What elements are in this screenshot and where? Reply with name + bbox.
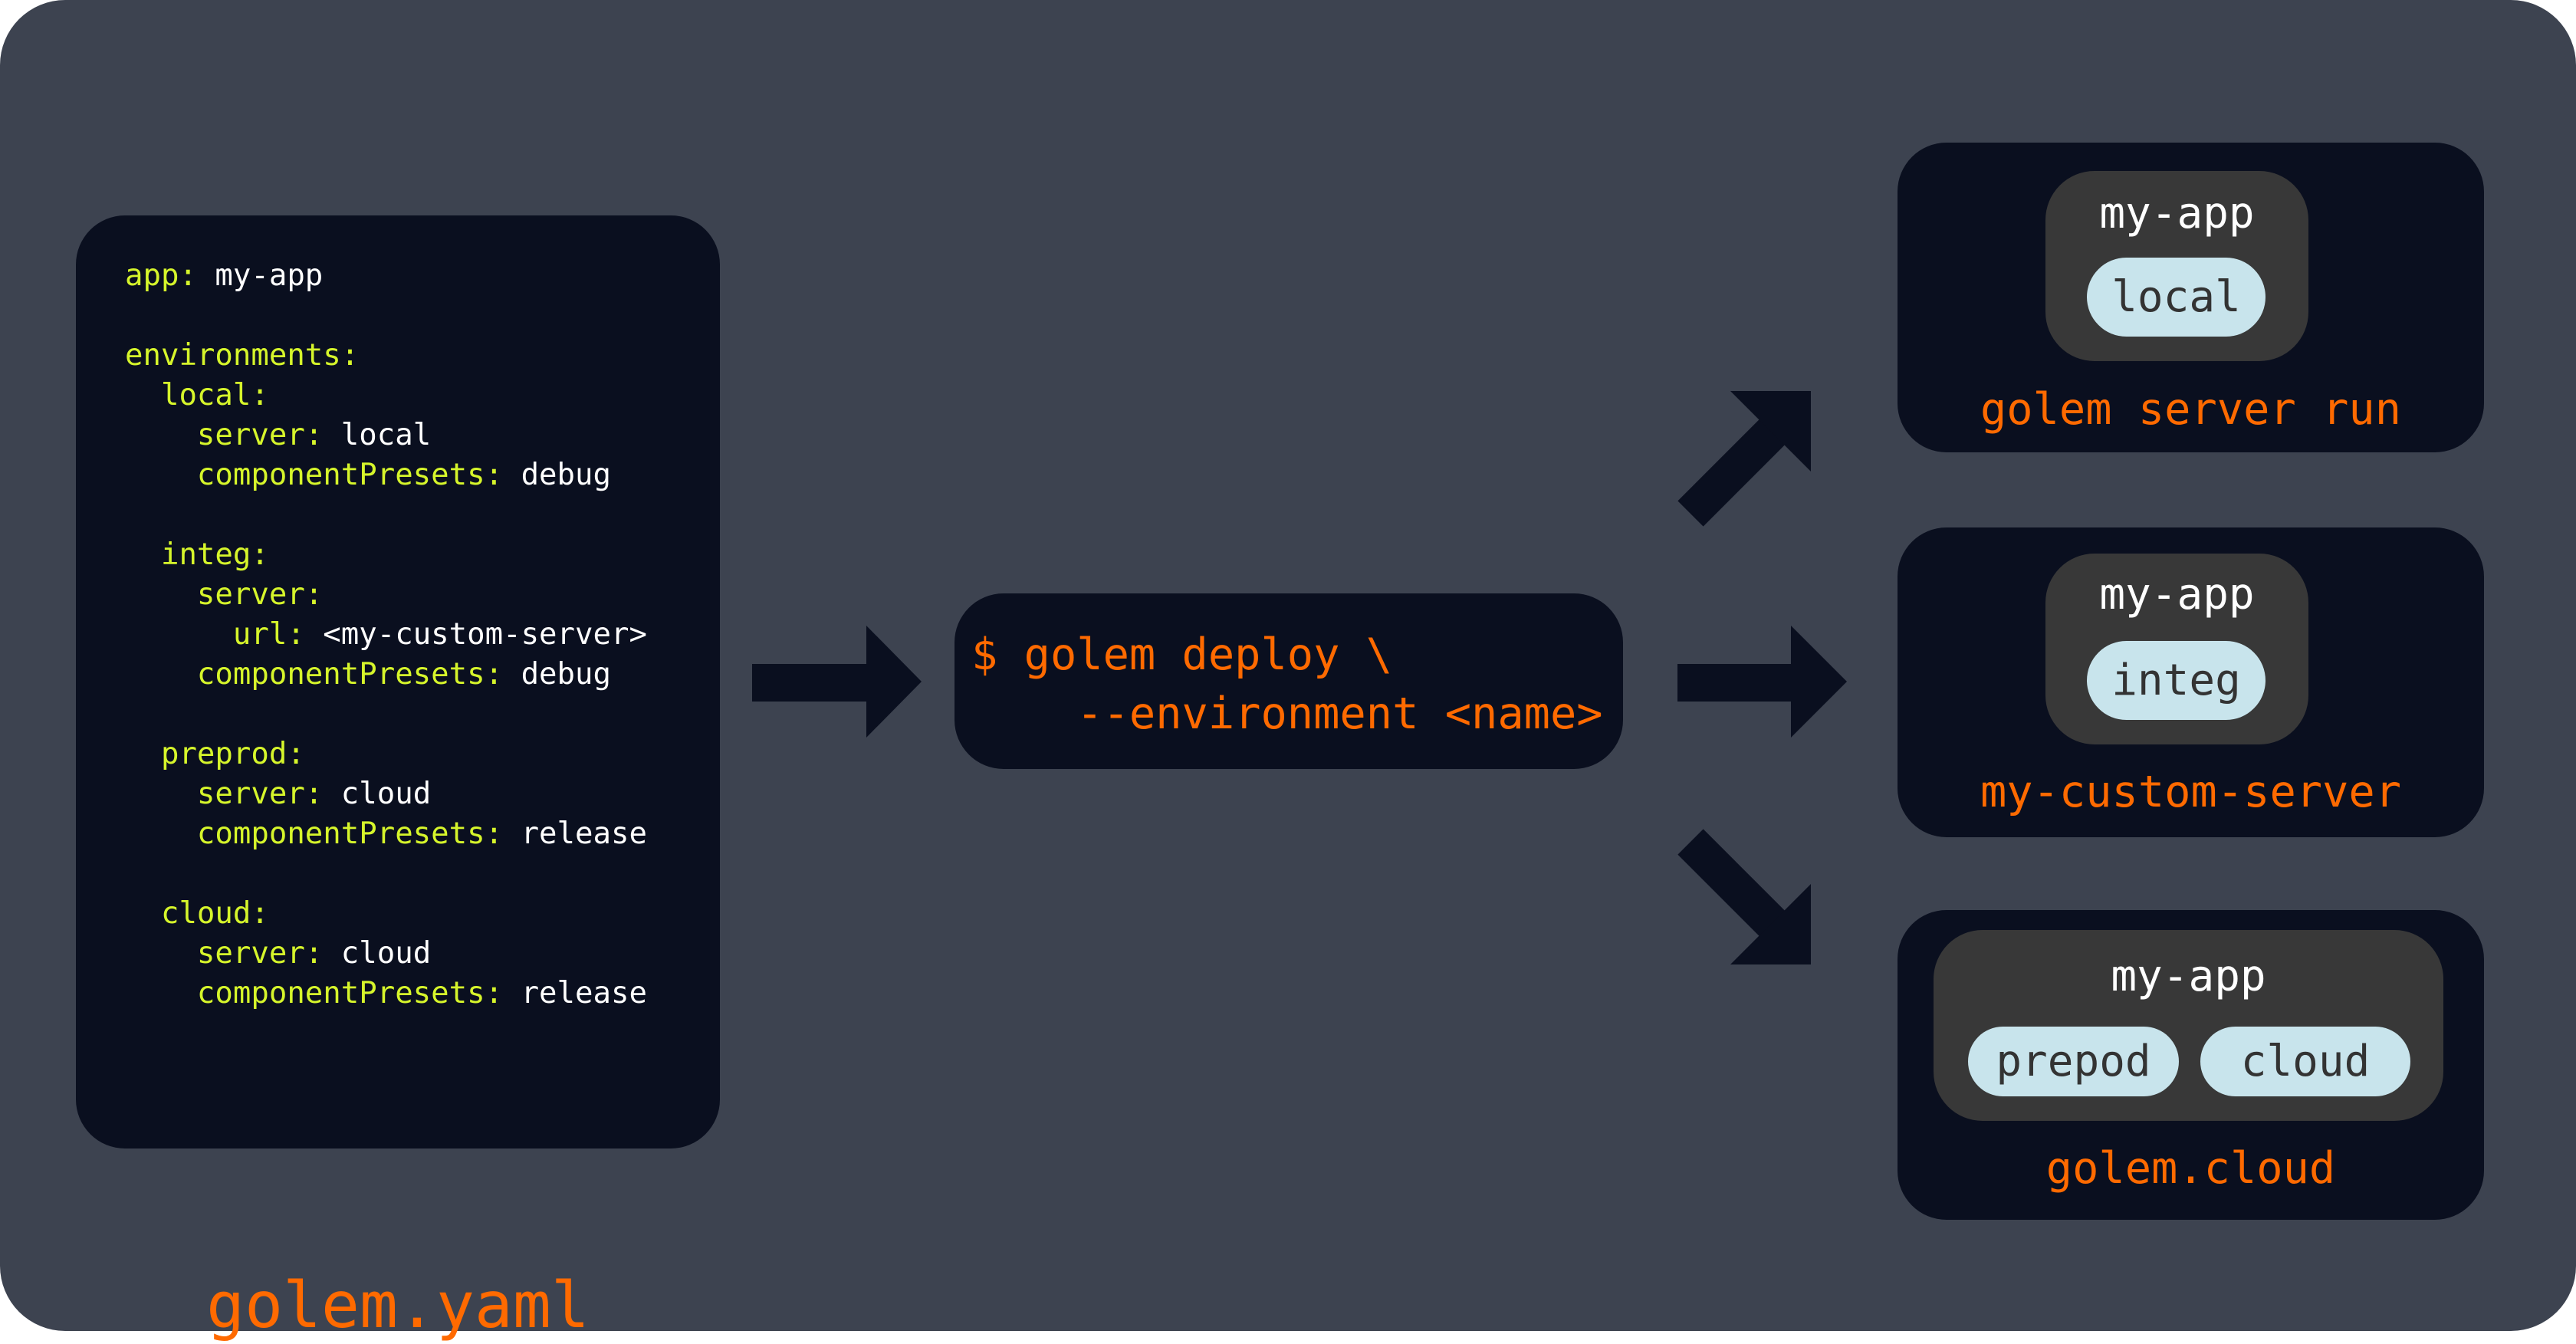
command-line-1: $ golem deploy \	[971, 629, 1393, 680]
yaml-line: app: my-app	[125, 256, 647, 296]
yaml-line: componentPresets: release	[125, 814, 647, 854]
yaml-line: cloud:	[125, 894, 647, 934]
app-box: my-app prepod cloud	[1934, 930, 2443, 1121]
yaml-value: my-app	[196, 258, 324, 293]
yaml-key: cloud:	[160, 896, 269, 931]
yaml-value: <my-custom-server>	[304, 617, 647, 652]
yaml-line: local:	[125, 376, 647, 416]
yaml-key: componentPresets:	[196, 458, 504, 492]
yaml-key: server:	[196, 936, 324, 971]
target-label: golem.cloud	[2045, 1143, 2336, 1194]
yaml-line: server: cloud	[125, 934, 647, 974]
yaml-line: componentPresets: release	[125, 974, 647, 1014]
yaml-key: server:	[196, 418, 324, 452]
arrow-up-right-icon	[1677, 391, 1811, 527]
target-local-server: my-app local golem server run	[1898, 143, 2484, 452]
arrow-right-icon	[1677, 626, 1847, 738]
yaml-code: app: my-app environments: local: server: …	[125, 256, 647, 1014]
target-label: golem server run	[1980, 384, 2402, 435]
yaml-key: local:	[160, 378, 269, 412]
yaml-value: debug	[503, 458, 611, 492]
yaml-value: debug	[503, 657, 611, 692]
yaml-value: local	[323, 418, 432, 452]
arrow-down-right-icon	[1677, 829, 1811, 964]
yaml-line: server: cloud	[125, 774, 647, 814]
app-name: my-app	[2099, 570, 2255, 619]
yaml-key: app:	[125, 258, 197, 293]
yaml-key: componentPresets:	[196, 657, 504, 692]
app-box: my-app integ	[2045, 554, 2308, 744]
app-box: my-app local	[2045, 171, 2308, 361]
yaml-line: server:	[125, 575, 647, 615]
env-pill-local: local	[2087, 258, 2266, 337]
command-line-2: --environment <name>	[971, 688, 1603, 739]
yaml-line: preprod:	[125, 734, 647, 774]
yaml-line: environments:	[125, 336, 647, 376]
deploy-command-panel: $ golem deploy \ --environment <name>	[955, 593, 1623, 769]
yaml-key: url:	[232, 617, 305, 652]
yaml-key: componentPresets:	[196, 817, 504, 851]
yaml-value: cloud	[323, 777, 432, 811]
yaml-key: preprod:	[160, 737, 305, 771]
yaml-line: server: local	[125, 416, 647, 455]
app-name: my-app	[2111, 951, 2266, 1001]
env-pill-integ: integ	[2087, 641, 2266, 720]
target-label: my-custom-server	[1980, 767, 2402, 817]
target-custom-server: my-app integ my-custom-server	[1898, 527, 2484, 837]
yaml-key: integ:	[160, 537, 269, 572]
yaml-key: server:	[196, 777, 324, 811]
yaml-line: componentPresets: debug	[125, 455, 647, 495]
yaml-line: componentPresets: debug	[125, 655, 647, 695]
env-pill-prepod: prepod	[1968, 1027, 2179, 1096]
yaml-key: server:	[196, 577, 324, 612]
yaml-value: release	[503, 817, 647, 851]
yaml-value: cloud	[323, 936, 432, 971]
yaml-line: url: <my-custom-server>	[125, 615, 647, 655]
yaml-key: environments:	[125, 338, 360, 373]
deploy-command: $ golem deploy \ --environment <name>	[971, 626, 1603, 744]
yaml-value: release	[503, 976, 647, 1010]
yaml-key: componentPresets:	[196, 976, 504, 1010]
yaml-filename: golem.yaml	[206, 1268, 590, 1342]
app-name: my-app	[2099, 189, 2255, 238]
arrow-right-icon	[752, 626, 922, 738]
env-pill-cloud: cloud	[2200, 1027, 2410, 1096]
target-golem-cloud: my-app prepod cloud golem.cloud	[1898, 910, 2484, 1220]
yaml-line: integ:	[125, 535, 647, 575]
yaml-config-panel: app: my-app environments: local: server: …	[76, 215, 720, 1342]
